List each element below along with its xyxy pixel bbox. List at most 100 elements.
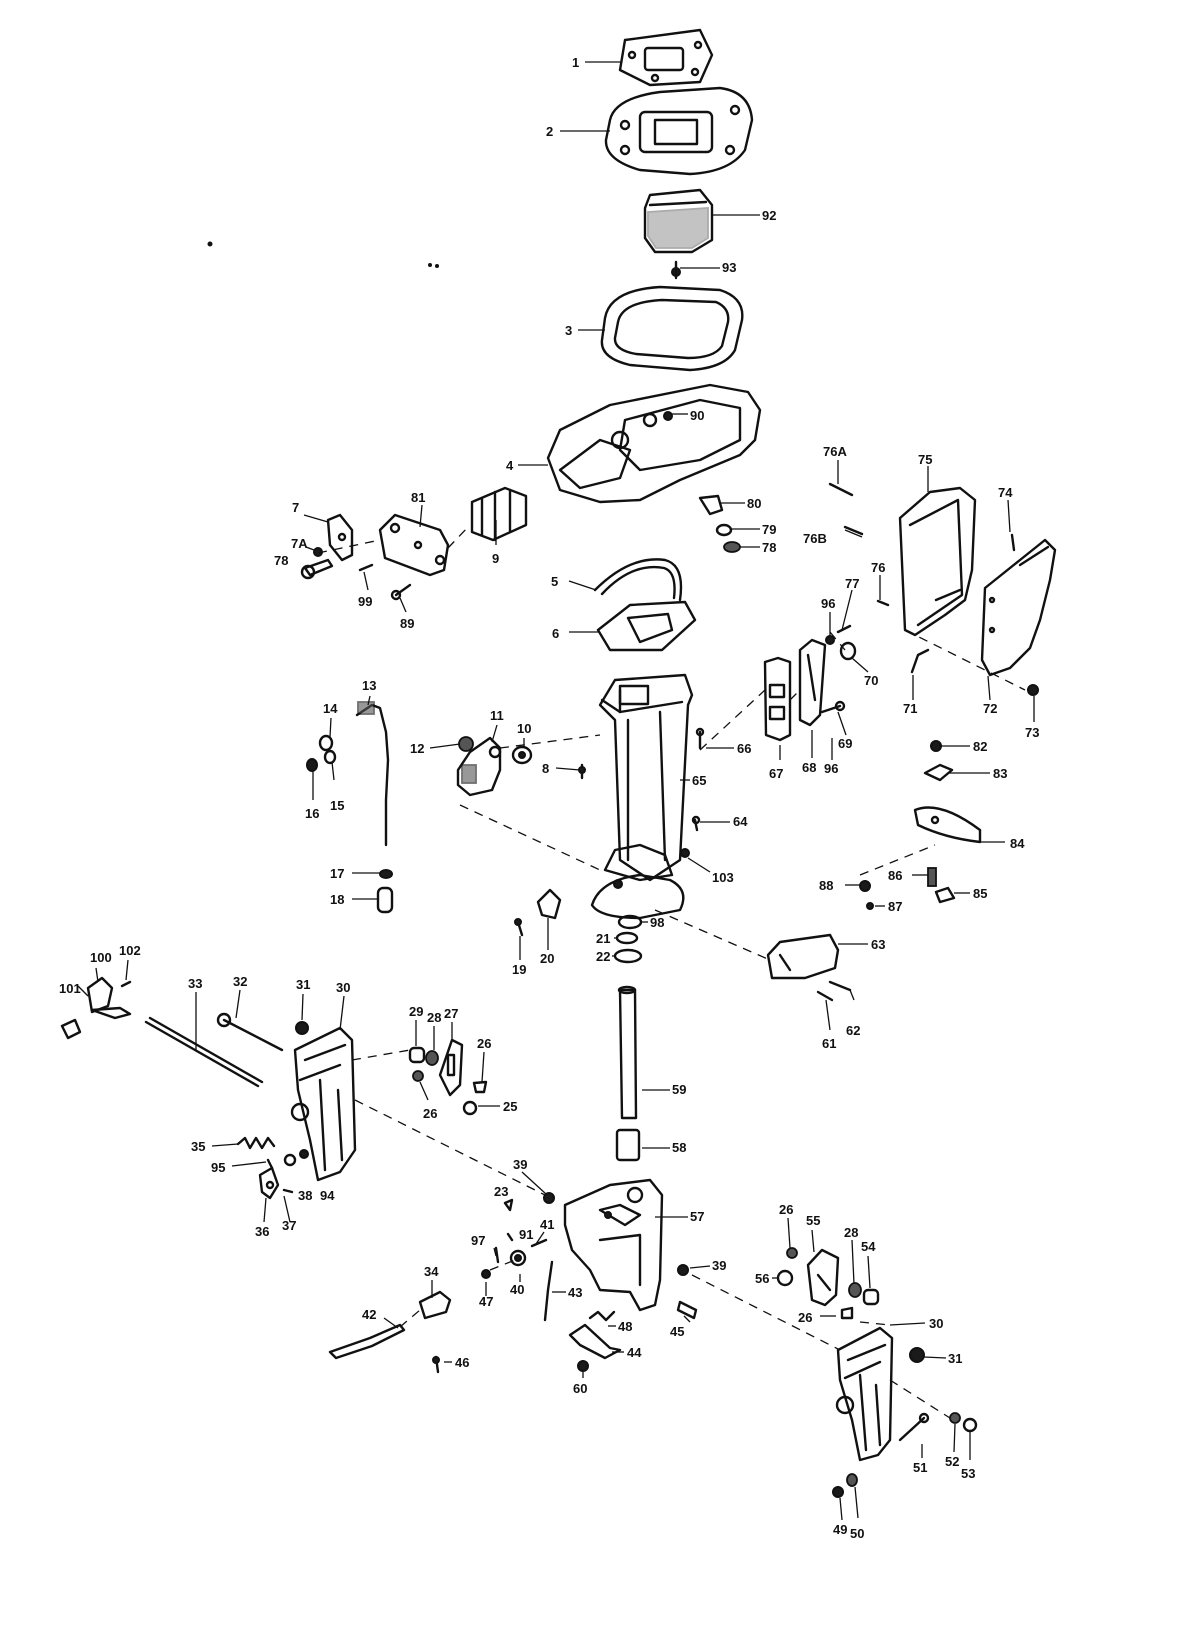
- part-100-bracket: [86, 976, 132, 1020]
- callout-39-left: 39: [513, 1157, 527, 1172]
- part-64-screw: [691, 815, 701, 832]
- callout-17: 17: [330, 866, 344, 881]
- part-25-bushing: [462, 1100, 478, 1116]
- callout-82: 82: [973, 739, 987, 754]
- callout-51: 51: [913, 1460, 927, 1475]
- part-51-bolt: [898, 1412, 930, 1442]
- callout-59: 59: [672, 1082, 686, 1097]
- part-101-block: [60, 1018, 82, 1040]
- part-90-screw: [663, 411, 673, 421]
- part-42-handle: [328, 1323, 406, 1360]
- part-57-swivel-housing: [563, 1178, 664, 1312]
- part-2-adapter-plate: [604, 86, 754, 176]
- callout-76A: 76A: [823, 444, 847, 459]
- callout-86: 86: [888, 868, 902, 883]
- callout-7: 7: [292, 500, 299, 515]
- part-47-nut: [481, 1269, 491, 1279]
- part-5-seal-strip: [593, 558, 683, 602]
- part-35-spring: [236, 1136, 276, 1150]
- part-71-clip: [910, 648, 930, 674]
- part-28-bushing: [425, 1050, 439, 1066]
- callout-89: 89: [400, 616, 414, 631]
- part-3-seal: [600, 285, 744, 372]
- part-15-washer: [323, 749, 337, 765]
- callout-6: 6: [552, 626, 559, 641]
- callout-14: 14: [323, 701, 338, 716]
- part-81-bracket: [378, 513, 450, 577]
- part-72-cowl: [980, 538, 1057, 677]
- part-39-washer-left: [543, 1192, 555, 1204]
- callout-26-b: 26: [423, 1106, 437, 1121]
- part-93-screw: [671, 260, 681, 280]
- callout-7A: 7A: [291, 536, 308, 551]
- callout-39-right: 39: [712, 1258, 726, 1273]
- callout-28-right: 28: [844, 1225, 858, 1240]
- part-26-bolt-c: [786, 1247, 798, 1259]
- part-58-bushing: [615, 1128, 641, 1162]
- callout-97: 97: [471, 1233, 485, 1248]
- part-96-washer-top: [825, 635, 835, 645]
- assembly-lines: [317, 524, 1026, 1419]
- part-33-rod: [144, 1016, 264, 1088]
- part-16-nut: [306, 758, 318, 772]
- callout-58: 58: [672, 1140, 686, 1155]
- callout-100: 100: [90, 950, 112, 965]
- part-39-washer-right: [677, 1264, 689, 1276]
- part-94-washer: [283, 1149, 309, 1167]
- callout-91: 91: [519, 1227, 533, 1242]
- callout-96-bottom: 96: [824, 761, 838, 776]
- part-23-clip: [503, 1198, 514, 1212]
- part-75-cover: [898, 486, 977, 637]
- part-48-spring: [588, 1310, 616, 1322]
- callout-11: 11: [490, 708, 504, 723]
- part-77-bolt: [836, 624, 852, 634]
- part-34-lever: [418, 1290, 452, 1320]
- part-63-bracket: [766, 933, 840, 980]
- callout-2: 2: [546, 124, 553, 139]
- callout-18: 18: [330, 892, 344, 907]
- callout-35: 35: [191, 1139, 205, 1154]
- callout-5: 5: [551, 574, 558, 589]
- part-41-pin: [530, 1238, 548, 1248]
- callout-68: 68: [802, 760, 816, 775]
- part-10-bushing: [511, 745, 533, 765]
- callout-25: 25: [503, 1099, 517, 1114]
- callout-13: 13: [362, 678, 376, 693]
- part-17-ring: [379, 869, 393, 879]
- callout-31-left: 31: [296, 977, 310, 992]
- part-1-gasket: [618, 28, 714, 87]
- part-54-bushing: [862, 1288, 880, 1306]
- part-13-shift-rod: [355, 701, 390, 847]
- callout-16: 16: [305, 806, 319, 821]
- part-28-bushing-right: [848, 1282, 862, 1298]
- part-36-clip: [258, 1166, 280, 1200]
- part-92-cover: [643, 188, 714, 254]
- part-shapes: [60, 28, 1057, 1498]
- part-9-rubber-mount: [470, 486, 528, 542]
- part-20-cap: [536, 888, 562, 920]
- callout-79: 79: [762, 522, 776, 537]
- callout-74: 74: [998, 485, 1013, 500]
- part-26-bolt-b: [472, 1080, 488, 1094]
- callout-81: 81: [411, 490, 425, 505]
- callout-44: 44: [627, 1345, 642, 1360]
- callout-66: 66: [737, 741, 751, 756]
- part-21-seal: [615, 931, 639, 945]
- part-79-washer: [715, 523, 733, 537]
- callout-20: 20: [540, 951, 554, 966]
- callout-85: 85: [973, 886, 987, 901]
- callout-90: 90: [690, 408, 704, 423]
- part-4-housing: [546, 383, 762, 504]
- part-60-nut: [577, 1360, 589, 1372]
- part-49-nut: [832, 1486, 844, 1498]
- part-85-block: [934, 886, 956, 904]
- part-68-bracket: [798, 638, 827, 727]
- part-102-pin: [120, 980, 132, 988]
- callout-69: 69: [838, 736, 852, 751]
- callout-36: 36: [255, 1224, 269, 1239]
- callout-76: 76: [871, 560, 885, 575]
- callout-47: 47: [479, 1294, 493, 1309]
- part-32-bolt: [216, 1012, 284, 1052]
- callout-93: 93: [722, 260, 736, 275]
- callout-55: 55: [806, 1213, 820, 1228]
